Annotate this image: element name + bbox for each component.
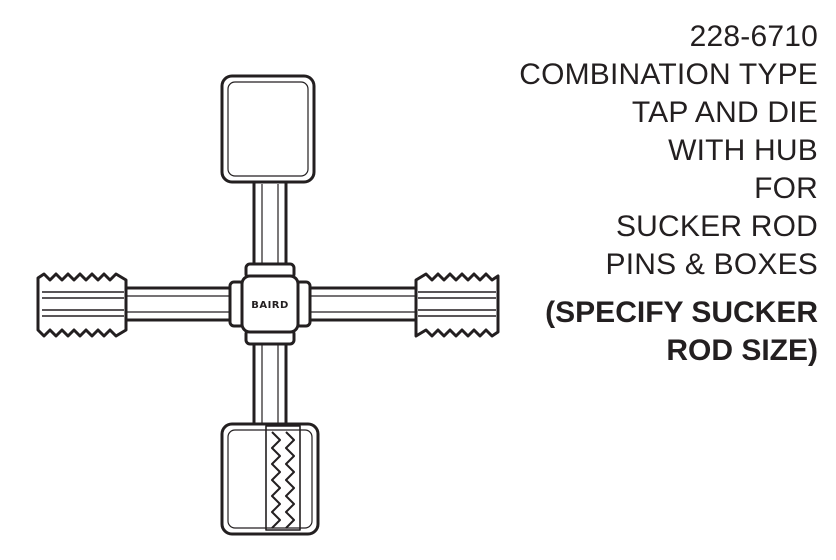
center-hub — [240, 274, 300, 334]
product-caption: 228-6710 COMBINATION TYPE TAP AND DIE WI… — [519, 18, 818, 370]
part-number: 228-6710 — [689, 20, 818, 53]
left-shaft — [122, 286, 236, 322]
size-note: (SPECIFY SUCKER ROD SIZE) — [519, 294, 818, 370]
caption-line: TAP AND DIE — [631, 96, 818, 129]
right-threaded-tap — [414, 272, 500, 338]
lower-shaft — [252, 338, 288, 428]
caption-line: FOR — [754, 172, 818, 205]
right-shaft — [304, 286, 420, 322]
tap-and-die-illustration: BAIRD — [36, 74, 500, 536]
caption-line: SUCKER ROD — [615, 210, 818, 243]
caption-line: WITH HUB — [668, 134, 818, 167]
caption-line: PINS & BOXES — [605, 248, 818, 281]
note-line: (SPECIFY SUCKER — [545, 296, 818, 329]
upper-shaft — [252, 180, 288, 268]
hub-stamp: BAIRD — [251, 300, 289, 311]
top-die-block — [220, 74, 316, 184]
bottom-die-block — [220, 422, 320, 536]
caption-line: COMBINATION TYPE — [519, 58, 818, 91]
note-line: ROD SIZE) — [666, 334, 818, 367]
left-threaded-tap — [36, 272, 128, 338]
